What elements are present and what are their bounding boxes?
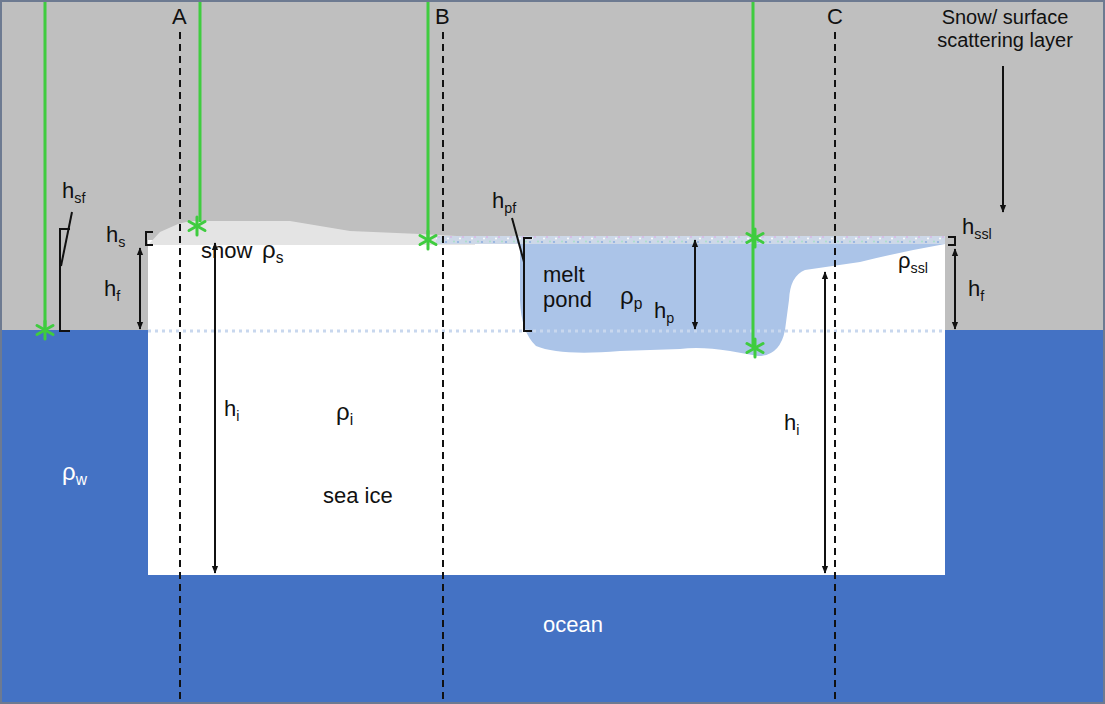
subscript: pf [504, 200, 516, 216]
subscript: i [350, 411, 353, 428]
thickness-symbol: hf [104, 276, 120, 301]
subscript: i [236, 408, 239, 424]
subscript: s [276, 249, 284, 266]
density-symbol: ρssl [898, 248, 928, 273]
region-label: sea ice [323, 483, 393, 508]
thickness-symbol: hsf [62, 178, 85, 203]
density-symbol: ρs [262, 236, 283, 264]
subscript: f [116, 288, 120, 304]
density-symbol: ρw [62, 458, 87, 486]
section-letter: C [827, 4, 843, 29]
laser-beams [45, 2, 753, 346]
subscript: sf [74, 190, 85, 206]
section-letter: A [172, 4, 187, 29]
region-label: snow [201, 238, 252, 263]
thickness-symbol: hssl [962, 214, 992, 239]
subscript: w [76, 471, 87, 488]
subscript: i [796, 422, 799, 438]
section-lines [180, 32, 835, 702]
subscript: p [634, 295, 643, 312]
thickness-symbol: hp [654, 298, 674, 323]
melt-pond: melt pond ρphp [518, 236, 948, 358]
region-label: melt pond [543, 262, 607, 313]
subscript: ssl [974, 226, 991, 242]
density-symbol: ρp [620, 282, 642, 310]
region-label: ocean [543, 612, 603, 637]
subscript: p [666, 310, 674, 326]
subscript: ssl [911, 260, 928, 276]
density-symbol: ρi [336, 398, 353, 426]
dimension-marks [60, 66, 1003, 573]
thickness-symbol: hs [106, 222, 125, 247]
subscript: s [118, 234, 125, 250]
scattering-layer [436, 236, 945, 244]
thickness-symbol: hpf [492, 188, 516, 213]
thickness-symbol: hi [224, 396, 239, 421]
return-stars [37, 217, 763, 357]
layer-label: Snow/ surface scattering layer [910, 6, 1100, 52]
thickness-symbol: hi [784, 410, 799, 435]
subscript: f [980, 288, 984, 304]
section-letter: B [435, 4, 450, 29]
thickness-symbol: hf [968, 276, 984, 301]
